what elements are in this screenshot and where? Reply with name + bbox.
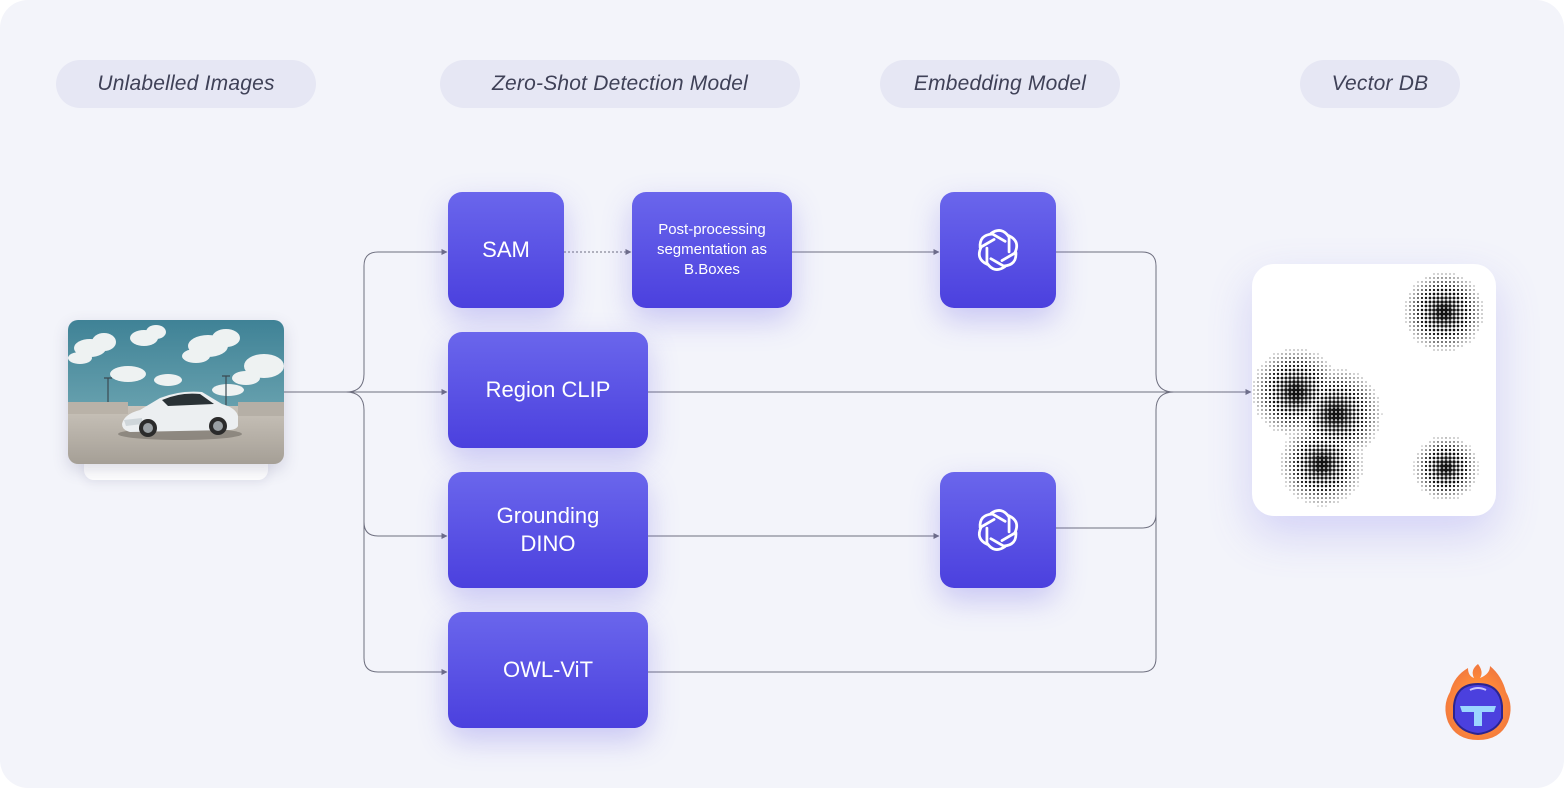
owl-vit-node: OWL-ViT <box>448 612 648 728</box>
stage-label-text: Unlabelled Images <box>97 72 275 95</box>
connector-to-grounding-dino <box>345 391 448 539</box>
connector-owl-vit-merge <box>648 410 1157 673</box>
openai-icon <box>974 509 1022 551</box>
region-clip-node: Region CLIP <box>448 332 648 448</box>
embedding-node-bottom <box>940 472 1056 588</box>
sam-label: SAM <box>482 237 530 262</box>
post-processing-label: Post-processing segmentation as B.Boxes <box>656 221 768 278</box>
openai-icon <box>974 229 1022 271</box>
stage-label-text: Vector DB <box>1331 72 1429 95</box>
vector-db-panel <box>1252 264 1496 516</box>
stage-label-vector-db: Vector DB <box>1300 60 1460 108</box>
grounding-dino-node: Grounding DINO <box>448 472 648 588</box>
owl-vit-label: OWL-ViT <box>502 657 594 682</box>
connector-to-owl-vit <box>363 522 448 675</box>
region-clip-label: Region CLIP <box>485 377 611 402</box>
vector-db-halftone <box>1253 273 1483 507</box>
post-processing-node: Post-processing segmentation as B.Boxes <box>632 192 792 308</box>
stage-label-text: Zero-Shot Detection Model <box>492 72 748 95</box>
embedding-node-top <box>940 192 1056 308</box>
stage-label-unlabelled-images: Unlabelled Images <box>56 60 316 108</box>
helmet-logo-icon <box>1445 664 1511 740</box>
stage-label-zero-shot: Zero-Shot Detection Model <box>440 60 800 108</box>
connector-embedding-top-merge <box>1056 251 1175 393</box>
input-image <box>68 320 284 464</box>
connector-to-sam <box>345 249 448 393</box>
stage-label-embedding: Embedding Model <box>880 60 1120 108</box>
sam-node: SAM <box>448 192 564 308</box>
car-photo <box>68 320 284 464</box>
stage-label-text: Embedding Model <box>913 72 1087 95</box>
grounding-dino-label: Grounding DINO <box>496 503 600 556</box>
